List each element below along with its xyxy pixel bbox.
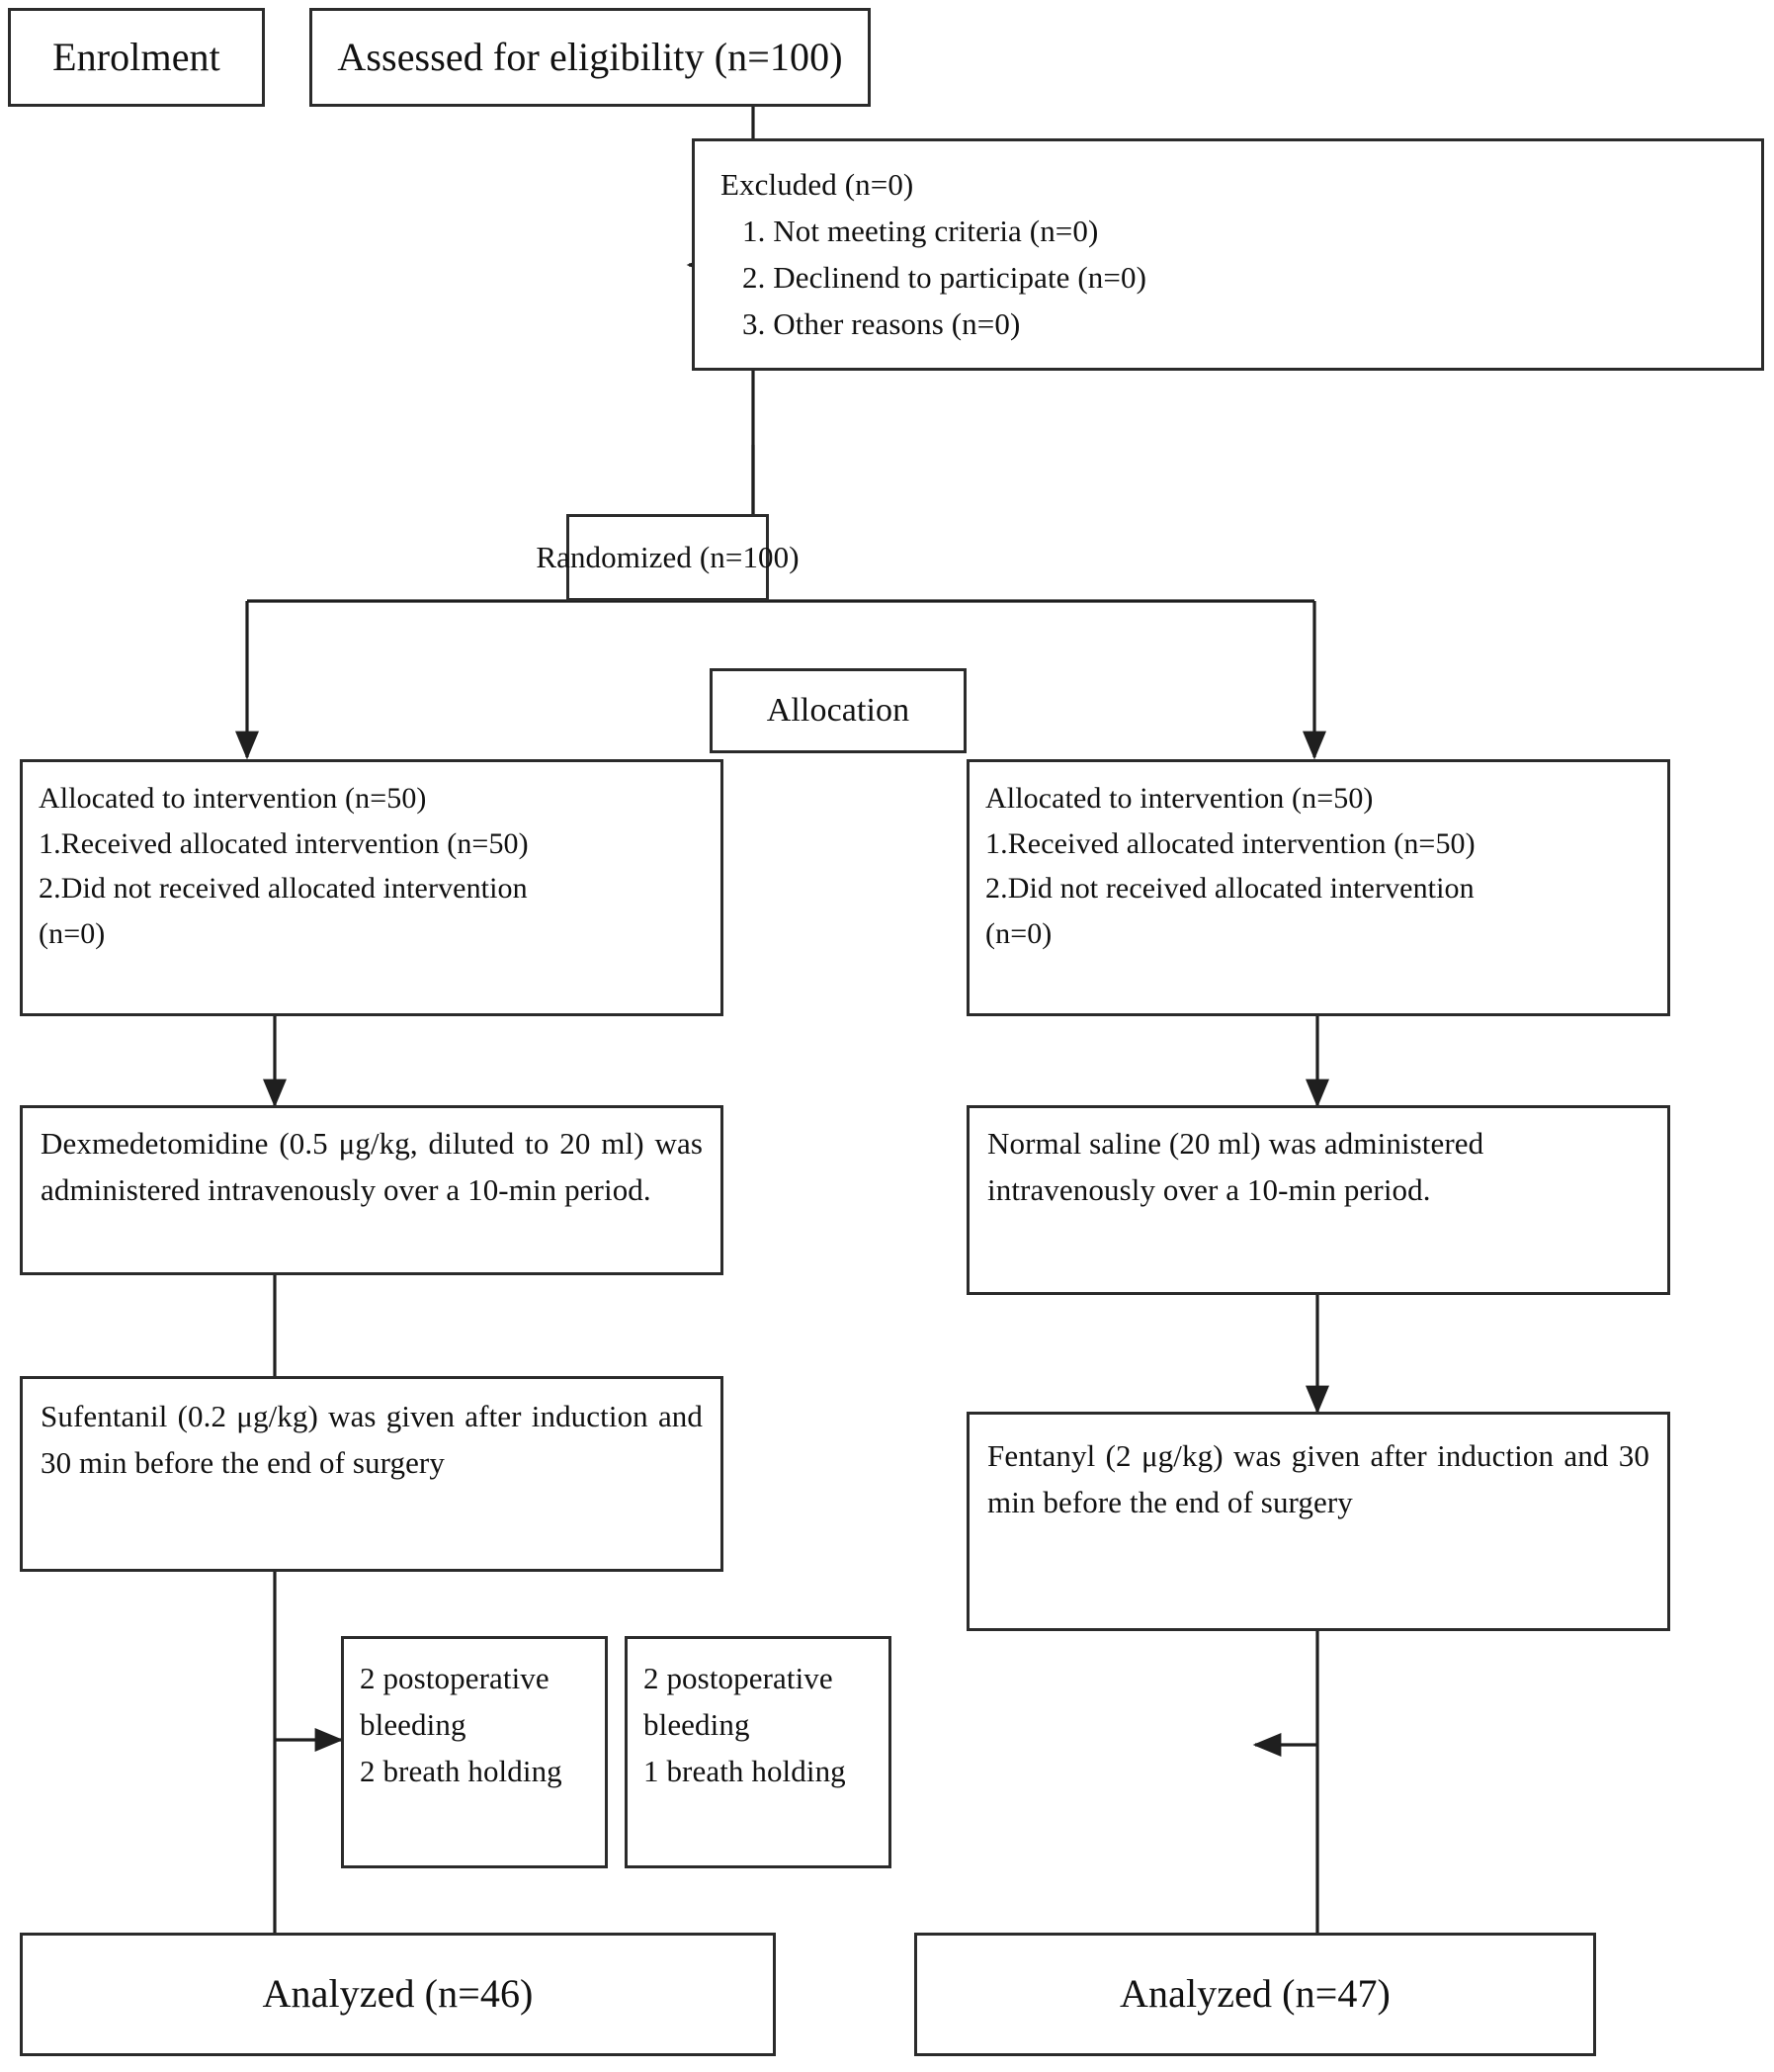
alloc-left-line-4: (n=0) [39, 916, 106, 950]
alloc-right-line-4: (n=0) [985, 916, 1053, 950]
node-opioid-left-sufentanil: Sufentanil (0.2 μg/kg) was given after i… [20, 1376, 723, 1572]
node-assessed-label: Assessed for eligibility (n=100) [337, 34, 843, 79]
node-allocated-right: Allocated to intervention (n=50) 1.Recei… [967, 759, 1670, 1016]
events-left-line-1: 2 postoperative [360, 1661, 549, 1695]
excluded-heading: Excluded (n=0) [720, 167, 914, 202]
node-adverse-events-right: 2 postoperative bleeding 1 breath holdin… [625, 1636, 891, 1868]
node-drug-right-normal-saline: Normal saline (20 ml) was administered i… [967, 1105, 1670, 1295]
analyzed-left-label: Analyzed (n=46) [262, 1971, 534, 2017]
events-right-line-2: bleeding [643, 1707, 750, 1743]
excluded-reason-2: 2. Declinend to participate (n=0) [742, 260, 1146, 296]
node-adverse-events-left: 2 postoperative bleeding 2 breath holdin… [341, 1636, 608, 1868]
analyzed-right-label: Analyzed (n=47) [1120, 1971, 1391, 2017]
node-opioid-right-fentanyl: Fentanyl (2 μg/kg) was given after induc… [967, 1412, 1670, 1631]
events-right-line-1: 2 postoperative [643, 1661, 833, 1695]
stage-label-allocation-text: Allocation [766, 692, 910, 730]
node-analyzed-left: Analyzed (n=46) [20, 1933, 776, 2056]
alloc-left-line-2: 1.Received allocated intervention (n=50) [39, 826, 529, 860]
events-left-line-3: 2 breath holding [360, 1754, 562, 1789]
events-right-line-3: 1 breath holding [643, 1754, 846, 1789]
drug-left-text: Dexmedetomidine (0.5 μg/kg, diluted to 2… [41, 1126, 703, 1208]
stage-label-enrolment-text: Enrolment [52, 34, 220, 79]
opioid-right-text: Fentanyl (2 μg/kg) was given after induc… [987, 1438, 1649, 1520]
alloc-left-line-1: Allocated to intervention (n=50) [39, 782, 427, 815]
node-allocated-left: Allocated to intervention (n=50) 1.Recei… [20, 759, 723, 1016]
stage-label-enrolment: Enrolment [8, 8, 265, 107]
opioid-left-text: Sufentanil (0.2 μg/kg) was given after i… [41, 1399, 703, 1481]
stage-label-allocation: Allocation [710, 668, 967, 753]
node-analyzed-right: Analyzed (n=47) [914, 1933, 1596, 2056]
node-randomized-label: Randomized (n=100) [536, 540, 800, 575]
excluded-reason-1: 1. Not meeting criteria (n=0) [742, 214, 1099, 249]
node-randomized: Randomized (n=100) [536, 514, 800, 601]
alloc-right-line-1: Allocated to intervention (n=50) [985, 782, 1374, 815]
node-drug-left-dexmedetomidine: Dexmedetomidine (0.5 μg/kg, diluted to 2… [20, 1105, 723, 1275]
events-left-line-2: bleeding [360, 1707, 466, 1743]
excluded-reason-3: 3. Other reasons (n=0) [742, 306, 1021, 342]
node-assessed-for-eligibility: Assessed for eligibility (n=100) [309, 8, 871, 107]
alloc-left-line-3: 2.Did not received allocated interventio… [39, 872, 528, 906]
alloc-right-line-3: 2.Did not received allocated interventio… [985, 872, 1475, 906]
drug-right-text: Normal saline (20 ml) was administered i… [987, 1126, 1484, 1208]
alloc-right-line-2: 1.Received allocated intervention (n=50) [985, 826, 1476, 860]
node-excluded: Excluded (n=0) 1. Not meeting criteria (… [692, 138, 1764, 371]
